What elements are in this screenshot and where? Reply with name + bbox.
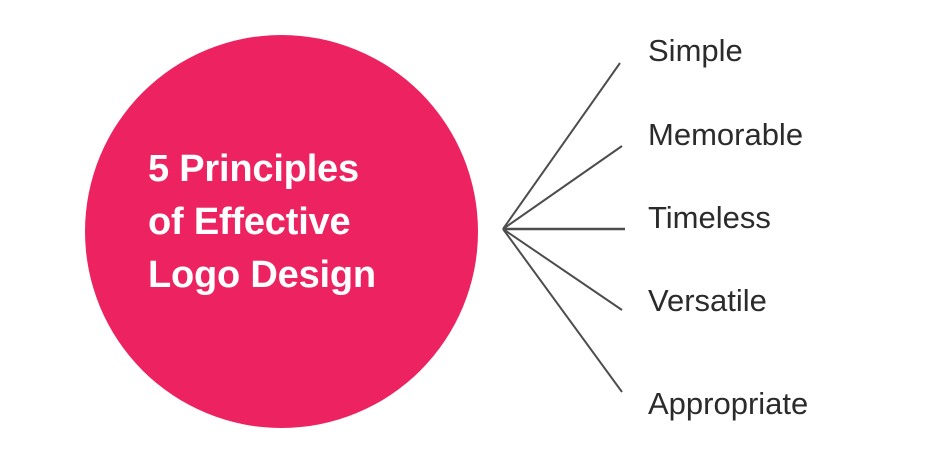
center-circle-node [85,35,478,428]
branch-label-timeless: Timeless [648,200,771,235]
connector-line-memorable [502,145,623,230]
connector-line-appropriate [502,228,623,393]
circle-title-line-1: 5 Principles [148,148,359,190]
branch-label-appropriate: Appropriate [648,386,809,421]
branch-label-versatile: Versatile [648,283,767,318]
connector-line-versatile [502,228,623,311]
connector-line-simple [502,62,621,230]
branch-label-simple: Simple [648,33,743,68]
branch-label-memorable: Memorable [648,117,804,152]
circle-title-line-3: Logo Design [148,254,376,296]
circle-title-line-2: of Effective [148,201,351,243]
center-circle-title: 5 Principles of Effective Logo Design [148,143,448,302]
